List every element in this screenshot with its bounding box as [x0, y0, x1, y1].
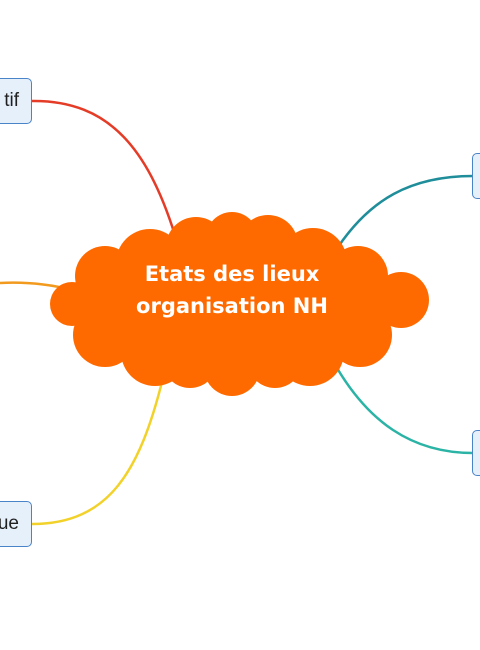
- central-topic-label[interactable]: Etats des lieux organisation NH: [82, 258, 382, 322]
- branch-node-left-bottom[interactable]: ue: [0, 501, 32, 547]
- central-topic-cloud[interactable]: [50, 212, 429, 396]
- branch-node-left-bottom-label: ue: [0, 513, 19, 534]
- branch-node-left-top[interactable]: tif: [0, 78, 32, 124]
- link-right-top: [336, 174, 474, 248]
- branch-node-right-top[interactable]: [472, 153, 480, 199]
- link-left-bottom: [31, 377, 165, 526]
- branch-node-left-top-label: tif: [4, 90, 19, 111]
- link-right-bottom: [335, 367, 474, 455]
- central-topic-line-1: Etats des lieux: [144, 262, 320, 286]
- link-left-top: [31, 99, 180, 246]
- branch-node-right-bottom[interactable]: [472, 430, 480, 476]
- central-topic-line-2: organisation NH: [136, 294, 328, 318]
